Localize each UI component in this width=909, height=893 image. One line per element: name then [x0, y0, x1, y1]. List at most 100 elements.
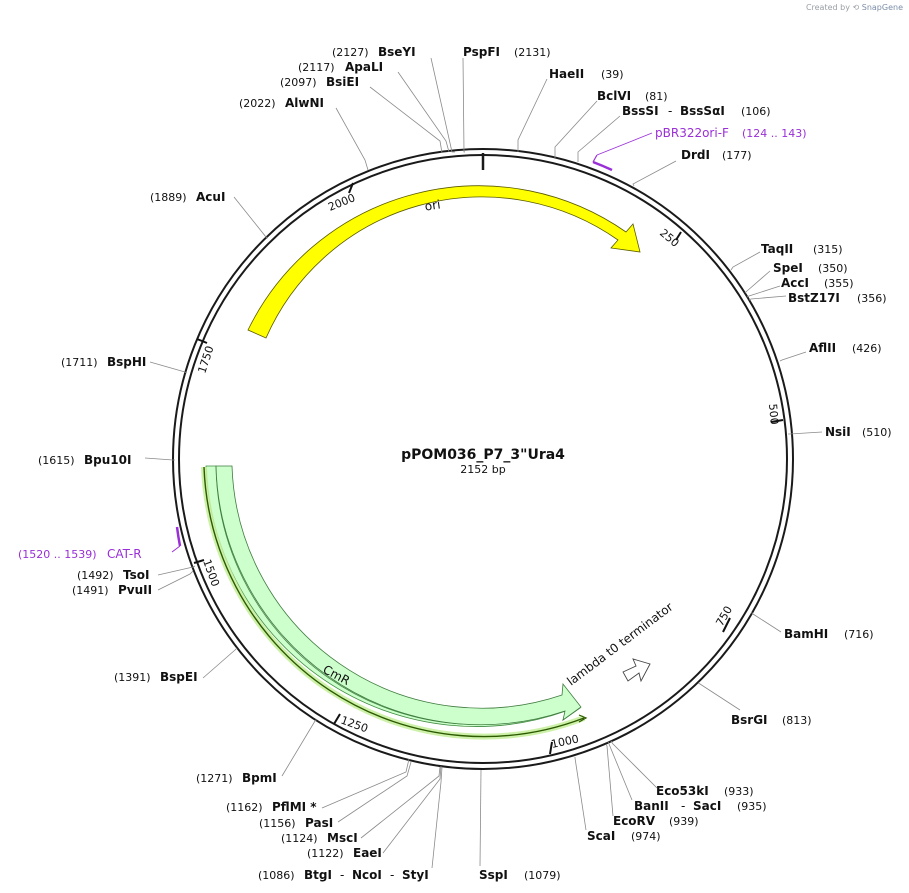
svg-text:HaeII: HaeII: [549, 67, 584, 81]
site-bsrgi[interactable]: BsrGI (813): [731, 713, 812, 727]
svg-text:(2022): (2022): [239, 97, 276, 110]
site-leader-lines: [144, 57, 823, 869]
svg-text:BsrGI: BsrGI: [731, 713, 768, 727]
site-tsoi[interactable]: (1492)TsoI: [77, 568, 149, 582]
site-nsii[interactable]: NsiI(510): [825, 425, 892, 439]
svg-text:EcoRV: EcoRV: [613, 814, 656, 828]
site-pvuii[interactable]: (1491)PvuII: [72, 583, 152, 597]
site-apali[interactable]: (2117) ApaLI: [298, 60, 383, 74]
feature-cmr[interactable]: CmR: [201, 465, 588, 740]
svg-text:(177): (177): [722, 149, 752, 162]
svg-text:(935): (935): [737, 800, 767, 813]
svg-text:(1122): (1122): [307, 847, 344, 860]
svg-text:1500: 1500: [200, 558, 222, 589]
svg-text:2000: 2000: [326, 191, 357, 214]
primer-range: (124 .. 143): [742, 127, 807, 140]
scale-tick-250: 250: [657, 226, 682, 250]
feature-lambda-t0-terminator[interactable]: lambda t0 terminator: [564, 600, 675, 689]
site-spei[interactable]: SpeI(350): [773, 261, 848, 275]
site-bsssi-bsssai[interactable]: BssSI - BssSαI (106): [622, 104, 771, 118]
site-bpu10i[interactable]: (1615)Bpu10I: [38, 453, 131, 467]
svg-text:ApaLI: ApaLI: [345, 60, 383, 74]
plasmid-name: pPOM036_P7_3"Ura4: [401, 447, 565, 463]
svg-text:(426): (426): [852, 342, 882, 355]
site-bspei[interactable]: (1391)BspEI: [114, 670, 198, 684]
svg-text:(2131): (2131): [514, 46, 551, 59]
scale-tick-750: 750: [713, 604, 735, 633]
svg-text:PflMI *: PflMI *: [272, 800, 317, 814]
svg-text:StyI: StyI: [402, 868, 429, 882]
site-alwni[interactable]: (2022)AlwNI: [239, 96, 324, 110]
svg-text:-: -: [390, 868, 394, 882]
svg-text:1250: 1250: [339, 714, 370, 736]
site-banii-saci[interactable]: BanII - SacI (935): [634, 799, 767, 813]
credit-prefix: Created by: [805, 3, 850, 12]
svg-text:(81): (81): [645, 90, 668, 103]
plasmid-backbone: [172, 148, 794, 770]
svg-text:(355): (355): [824, 277, 854, 290]
site-btgi-ncoi-styi[interactable]: (1086) BtgI - NcoI - StyI: [258, 868, 429, 882]
svg-text:ScaI: ScaI: [587, 829, 615, 843]
feature-ori[interactable]: ori: [247, 185, 641, 339]
svg-text:(350): (350): [818, 262, 848, 275]
svg-text:PspFI: PspFI: [463, 45, 500, 59]
svg-text:(356): (356): [857, 292, 887, 305]
plasmid-length: 2152 bp: [460, 463, 505, 476]
feature-label-lambda-t0-terminator: lambda t0 terminator: [564, 600, 675, 689]
svg-text:(2117): (2117): [298, 61, 335, 74]
svg-text:Eco53kI: Eco53kI: [656, 784, 709, 798]
svg-text:250: 250: [657, 226, 681, 249]
svg-text:(2127): (2127): [332, 46, 369, 59]
svg-text:(939): (939): [669, 815, 699, 828]
svg-text:(1124): (1124): [281, 832, 318, 845]
site-acci[interactable]: AccI(355): [781, 276, 854, 290]
site-sspi[interactable]: SspI(1079): [479, 868, 561, 882]
site-haeii[interactable]: HaeII(39): [549, 67, 624, 81]
site-taqii[interactable]: TaqII (315): [761, 242, 843, 256]
site-aflii[interactable]: AflII(426): [809, 341, 882, 355]
svg-text:MscI: MscI: [327, 831, 358, 845]
svg-text:(1156): (1156): [259, 817, 296, 830]
site-pasi[interactable]: (1156)PasI: [259, 816, 333, 830]
site-bpmi[interactable]: (1271) BpmI: [196, 771, 277, 785]
site-pflmi[interactable]: (1162)PflMI *: [226, 800, 317, 814]
svg-text:(315): (315): [813, 243, 843, 256]
site-eaei[interactable]: (1122)EaeI: [307, 846, 382, 860]
site-bclvi[interactable]: BclVI(81): [597, 89, 668, 103]
site-msci[interactable]: (1124) MscI: [281, 831, 358, 845]
svg-text:(106): (106): [741, 105, 771, 118]
svg-text:(1391): (1391): [114, 671, 151, 684]
svg-text:(813): (813): [782, 714, 812, 727]
primer-range: (1520 .. 1539): [18, 548, 97, 561]
site-pspfi[interactable]: PspFI (2131): [463, 45, 551, 59]
svg-text:BanII: BanII: [634, 799, 669, 813]
svg-text:DrdI: DrdI: [681, 148, 710, 162]
site-bsiei[interactable]: (2097)BsiEI: [280, 75, 359, 89]
primer-pbr322ori-f[interactable]: pBR322ori-F (124 .. 143): [592, 126, 807, 172]
site-bsphi[interactable]: (1711)BspHI: [61, 355, 146, 369]
svg-text:BpmI: BpmI: [242, 771, 277, 785]
site-eco53ki[interactable]: Eco53kI(933): [656, 784, 754, 798]
svg-text:BseYI: BseYI: [378, 45, 416, 59]
scale-tick-1000: 1000: [549, 732, 580, 755]
site-bseyi[interactable]: (2127) BseYI: [332, 45, 416, 59]
svg-text:-: -: [681, 799, 685, 813]
site-bstz17i[interactable]: BstZ17I(356): [788, 291, 887, 305]
site-acui[interactable]: (1889)AcuI: [150, 190, 225, 204]
svg-text:BamHI: BamHI: [784, 627, 828, 641]
scale-tick-1750: 1750: [195, 338, 217, 375]
svg-text:(1491): (1491): [72, 584, 109, 597]
svg-text:(1079): (1079): [524, 869, 561, 882]
svg-text:SacI: SacI: [693, 799, 721, 813]
svg-text:NsiI: NsiI: [825, 425, 851, 439]
site-bamhi[interactable]: BamHI(716): [784, 627, 874, 641]
site-ecorv[interactable]: EcoRV (939): [613, 814, 699, 828]
svg-text:NcoI: NcoI: [352, 868, 382, 882]
site-scai[interactable]: ScaI(974): [587, 829, 661, 843]
primer-cat-r[interactable]: (1520 .. 1539) CAT-R: [18, 526, 182, 561]
site-drdi[interactable]: DrdI (177): [681, 148, 752, 162]
svg-text:TaqII: TaqII: [761, 242, 793, 256]
svg-text:(1271): (1271): [196, 772, 233, 785]
feature-label-ori: ori: [424, 197, 442, 213]
credit-brand: SnapGene: [861, 3, 903, 12]
